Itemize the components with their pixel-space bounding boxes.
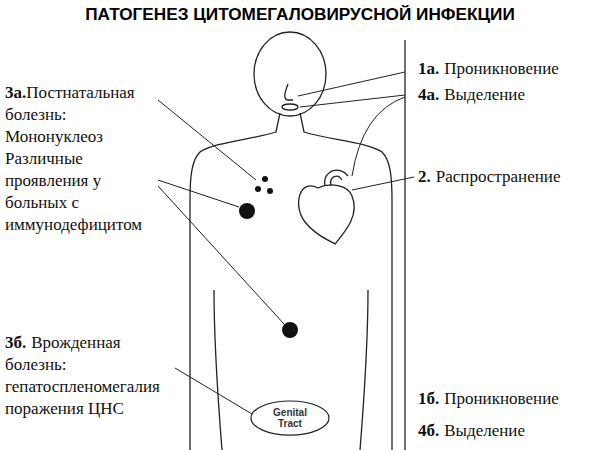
leader-line <box>158 100 256 180</box>
callout-number: 3б. <box>5 333 26 352</box>
stage-description: Распространение <box>436 167 561 186</box>
stage-description: Врожденная болезнь: гепатоспленомегалия … <box>5 333 160 418</box>
leader-line <box>352 97 405 176</box>
leader-line <box>158 186 284 324</box>
lymph-node-dot <box>255 186 261 192</box>
callout-number: 2. <box>418 167 431 186</box>
label-group: 2. Распространение <box>418 166 560 188</box>
heart <box>299 185 355 244</box>
node-text: Genital Tract <box>268 407 312 429</box>
stage-description: Выделение <box>444 85 525 104</box>
head-outline <box>254 32 326 116</box>
organ-dot <box>239 203 255 219</box>
stage-description: Проникновение <box>444 59 559 78</box>
lymph-node-dot <box>267 188 273 194</box>
organ-dot <box>282 322 298 338</box>
label-group: 3б.Врожденная болезнь: гепатоспленомегал… <box>5 332 170 420</box>
label-group: 4а. Выделение <box>418 84 525 106</box>
stage-description: Постнатальная болезнь: Мононуклеоз Разли… <box>5 83 142 234</box>
stage-description: Проникновение <box>444 389 559 408</box>
arm-line-right <box>360 290 368 450</box>
label-group: 4б. Выделение <box>418 420 525 442</box>
label-group: 1б. Проникновение <box>418 388 559 410</box>
callout-number: 3а. <box>5 83 26 102</box>
body-outline-left <box>190 113 280 450</box>
stage-description: Выделение <box>444 421 525 440</box>
leader-line <box>158 180 239 207</box>
separator-line <box>404 40 405 450</box>
callout-number: 4б. <box>418 421 439 440</box>
leader-line <box>175 368 252 414</box>
callout-number: 1а. <box>418 59 439 78</box>
callout-number: 4а. <box>418 85 439 104</box>
leader-line <box>298 72 405 96</box>
label-group: 3а.Постнатальная болезнь: Мононуклеоз Ра… <box>5 82 155 236</box>
leader-line <box>352 177 414 190</box>
aorta <box>325 170 348 186</box>
lips <box>282 104 298 110</box>
body-outline-right <box>300 113 392 450</box>
callout-number: 1б. <box>418 389 439 408</box>
arm-line-left <box>214 290 222 450</box>
organ-ellipse: Genital Tract <box>250 400 330 436</box>
diagram-title: ПАТОГЕНЕЗ ЦИТОМЕГАЛОВИРУСНОЙ ИНФЕКЦИИ <box>0 4 600 25</box>
nose <box>285 84 293 100</box>
label-group: 1а. Проникновение <box>418 58 559 80</box>
lymph-node-dot <box>262 176 268 182</box>
